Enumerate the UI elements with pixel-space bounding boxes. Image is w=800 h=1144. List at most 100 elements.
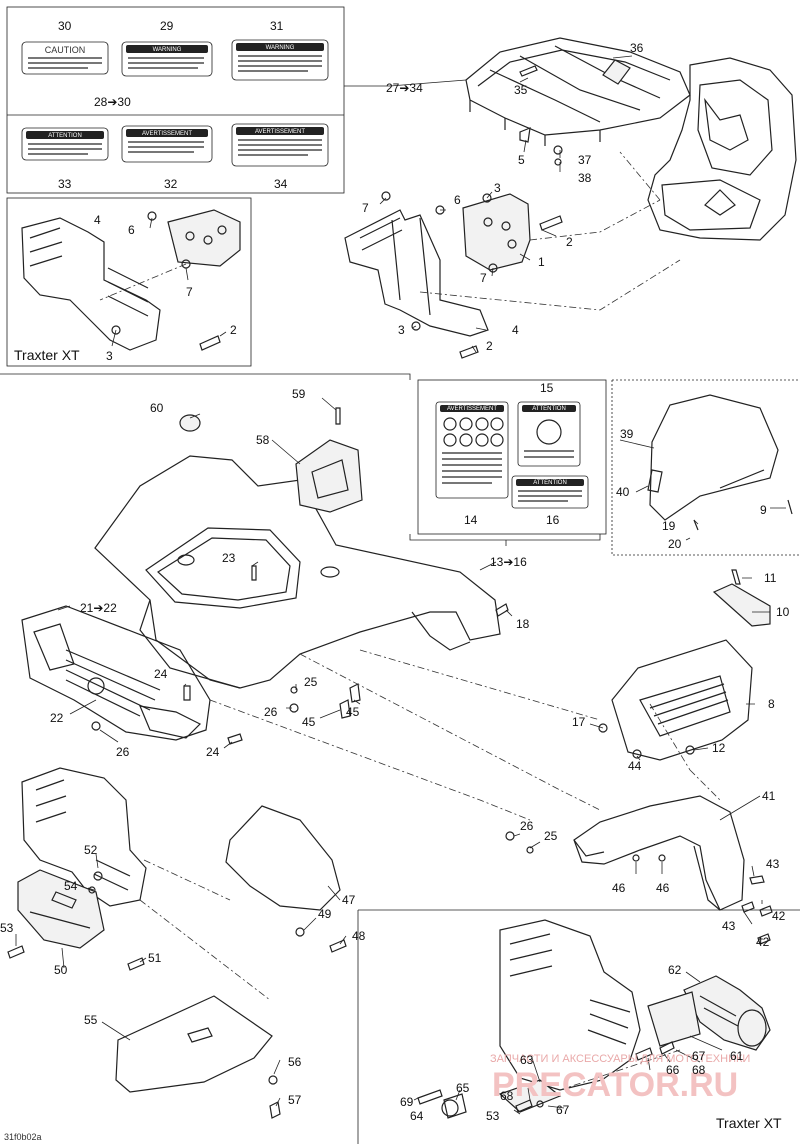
callout-9: 9 — [760, 503, 767, 517]
cover-58 — [295, 439, 363, 513]
plug-60 — [179, 414, 201, 432]
footrest-pad — [712, 583, 771, 627]
callout-53-a: 53 — [0, 921, 14, 935]
callout-45-b: 45 — [346, 705, 360, 719]
callout-46-b: 46 — [656, 881, 670, 895]
callout-26-a: 26 — [264, 705, 278, 719]
traxter-xt-bottom-inset-frame — [357, 909, 800, 1144]
callout-49: 49 — [318, 907, 332, 921]
callout-69: 69 — [400, 1095, 414, 1109]
callout-40: 40 — [616, 485, 630, 499]
callout-22: 22 — [50, 711, 64, 725]
callout-34: 34 — [274, 177, 288, 191]
callout-44: 44 — [628, 759, 642, 773]
callouts: 30 29 31 28➔30 27➔34 33 32 34 36 35 5 37… — [0, 19, 790, 1123]
callout-3-main-b: 3 — [398, 323, 405, 337]
callout-5: 5 — [518, 153, 525, 167]
svg-text:ATTENTION: ATTENTION — [48, 133, 82, 139]
cover-47 — [225, 805, 341, 911]
callout-16: 16 — [546, 513, 560, 527]
decal-14: AVERTISSEMENT — [435, 401, 509, 499]
callout-43-a: 43 — [766, 857, 780, 871]
traxter-xt-label-bottom: Traxter XT — [716, 1115, 782, 1131]
front-body — [94, 455, 501, 689]
svg-text:ATTENTION: ATTENTION — [532, 406, 566, 412]
svg-text:ATTENTION: ATTENTION — [533, 480, 567, 486]
callout-13-16: 13➔16 — [490, 555, 527, 569]
callout-29: 29 — [160, 19, 174, 33]
callout-24-b: 24 — [206, 745, 220, 759]
decal-32: AVERTISSEMENT — [121, 125, 213, 163]
callout-46-a: 46 — [612, 881, 626, 895]
fender-inset-frame — [611, 379, 800, 556]
callout-7-main-b: 7 — [480, 271, 487, 285]
callout-64: 64 — [410, 1109, 424, 1123]
svg-text:WARNING: WARNING — [266, 45, 295, 51]
callout-59: 59 — [292, 387, 306, 401]
callout-31: 31 — [270, 19, 284, 33]
callout-41: 41 — [762, 789, 776, 803]
callout-42-b: 42 — [756, 935, 770, 949]
callout-24-a: 24 — [154, 667, 168, 681]
fender-insert — [647, 394, 779, 521]
callout-47: 47 — [342, 893, 356, 907]
callout-55: 55 — [84, 1013, 98, 1027]
callout-61: 61 — [730, 1049, 744, 1063]
callout-4-inset: 4 — [94, 213, 101, 227]
callout-33: 33 — [58, 177, 72, 191]
callout-53-b: 53 — [486, 1109, 500, 1123]
callout-11: 11 — [764, 571, 777, 585]
callout-1: 1 — [538, 255, 545, 269]
callout-57: 57 — [288, 1093, 302, 1107]
callout-2-main: 2 — [566, 235, 573, 249]
callout-36: 36 — [630, 41, 644, 55]
decal-29: WARNING — [121, 41, 213, 77]
callout-23: 23 — [222, 551, 236, 565]
decal-15: ATTENTION — [517, 401, 581, 467]
watermark-logo: PRECATOR.RU — [492, 1066, 738, 1104]
callout-12: 12 — [712, 741, 726, 755]
callout-56: 56 — [288, 1055, 302, 1069]
callout-10: 10 — [776, 605, 790, 619]
winch-62 — [683, 975, 771, 1051]
callout-7-inset: 7 — [186, 285, 193, 299]
callout-62: 62 — [668, 963, 682, 977]
decal-34: AVERTISSEMENT — [231, 123, 329, 167]
front-bumper-top — [344, 193, 531, 337]
fasteners — [7, 65, 793, 1119]
callout-51: 51 — [148, 951, 162, 965]
callout-20: 20 — [668, 537, 682, 551]
callout-26-b: 26 — [116, 745, 130, 759]
callout-21-22: 21➔22 — [80, 601, 117, 615]
callout-19: 19 — [662, 519, 676, 533]
callout-8: 8 — [768, 697, 775, 711]
callout-68-b: 68 — [500, 1089, 514, 1103]
callout-4-main: 4 — [512, 323, 519, 337]
svg-text:WARNING: WARNING — [153, 47, 182, 53]
callout-2-inset: 2 — [230, 323, 237, 337]
footrest — [611, 639, 753, 761]
callout-63: 63 — [520, 1053, 534, 1067]
callout-30: 30 — [58, 19, 72, 33]
callout-48: 48 — [352, 929, 366, 943]
callout-3-inset: 3 — [106, 349, 113, 363]
assembly-lines — [99, 151, 721, 1091]
callout-25-b: 25 — [544, 829, 558, 843]
drawing-code: 31f0b02a — [4, 1132, 42, 1142]
callout-25-a: 25 — [304, 675, 318, 689]
callout-17: 17 — [572, 715, 586, 729]
callout-67-a: 67 — [692, 1049, 706, 1063]
callout-43-b: 43 — [722, 919, 736, 933]
callout-37: 37 — [578, 153, 592, 167]
decal-30: CAUTION — [21, 41, 109, 75]
callout-2-main-b: 2 — [486, 339, 493, 353]
callout-27-34: 27➔34 — [386, 81, 423, 95]
front-fascia — [21, 605, 211, 741]
rear-rack — [465, 37, 691, 146]
section-divider — [0, 373, 411, 380]
side-fender — [573, 795, 745, 911]
callout-18: 18 — [516, 617, 530, 631]
callout-65: 65 — [456, 1081, 470, 1095]
